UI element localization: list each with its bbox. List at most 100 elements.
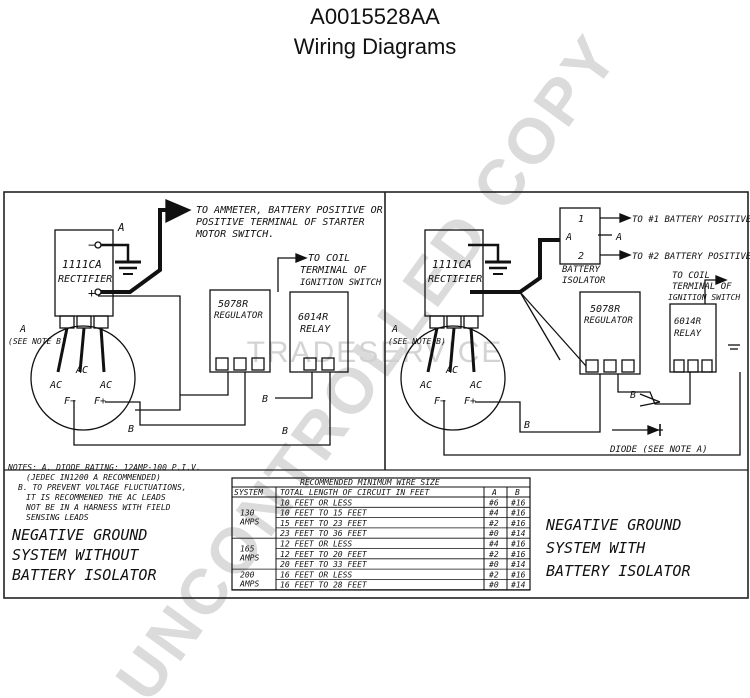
right-isolator2: ISOLATOR [562, 276, 606, 286]
left-diagram [30, 199, 349, 446]
right-label-a: A [615, 232, 622, 243]
right-caption-line1: NEGATIVE GROUND [545, 516, 681, 534]
right-iso-2: 2 [578, 251, 584, 262]
left-relay-box [289, 291, 349, 373]
table-cell-length: 23 FEET TO 36 FEET [280, 529, 368, 538]
right-rectifier-label1: 1111CA [432, 258, 472, 271]
right-see-note-b: (SEE NOTE B) [388, 337, 446, 346]
right-b2: B [630, 390, 636, 401]
notes-block: NOTES: A. DIODE RATING: 12AMP-100 P.I.V.… [7, 463, 201, 522]
table-cell-b: #16 [510, 550, 526, 559]
table-cell-a: #4 [488, 540, 499, 549]
notes-line6: SENSING LEADS [26, 513, 89, 522]
left-labels: TO AMMETER, BATTERY POSITIVE OR POSITIVE… [8, 205, 383, 437]
left-relay-label2: RELAY [300, 324, 331, 335]
left-b3: B [282, 426, 288, 437]
table-col-a: A [491, 488, 497, 497]
part-number: A0015528AA [310, 4, 440, 29]
table-cell-b: #16 [510, 509, 526, 518]
right-relay-label2: RELAY [674, 329, 702, 339]
right-label-a2: A [391, 324, 398, 335]
to-ammeter-line2: POSITIVE TERMINAL OF STARTER [196, 217, 365, 228]
right-labels: TO #1 BATTERY POSITIVE TO #2 BATTERY POS… [388, 214, 750, 455]
right-to-coil3: IGNITION SWITCH [668, 293, 740, 302]
table-col-length: TOTAL LENGTH OF CIRCUIT IN FEET [280, 488, 430, 497]
table-cell-length: 12 FEET OR LESS [280, 540, 352, 549]
notes-line4: IT IS RECOMMENED THE AC LEADS [26, 493, 166, 502]
table-cell-b: #14 [510, 560, 526, 569]
notes-line2: (JEDEC IN1200 A RECOMMENDED) [26, 473, 161, 482]
right-f-plus: F+ [464, 396, 476, 407]
table-cell-length: 16 FEET TO 28 FEET [280, 581, 368, 590]
left-caption-line1: NEGATIVE GROUND [11, 526, 147, 544]
left-regulator-label2: REGULATOR [214, 311, 263, 321]
table-cell-system: 200 [240, 570, 255, 579]
table-cell-b: #14 [510, 529, 526, 538]
right-diagram [400, 207, 741, 456]
table-cell-length: 15 FEET TO 23 FEET [280, 519, 368, 528]
to-ammeter-line3: MOTOR SWITCH. [195, 229, 274, 240]
right-regulator-label2: REGULATOR [584, 316, 633, 326]
table-cell-system: AMPS [239, 554, 259, 563]
table-cell-a: #0 [488, 560, 499, 569]
table-title: RECOMMENDED MINIMUM WIRE SIZE [300, 478, 440, 487]
table-cell-length: 20 FEET TO 33 FEET [280, 560, 368, 569]
notes-line1: NOTES: A. DIODE RATING: 12AMP-100 P.I.V. [7, 463, 201, 472]
right-to-coil1: TO COIL [672, 271, 710, 281]
sheet-border [3, 191, 749, 599]
table-cell-a: #0 [488, 581, 499, 590]
table-cell-b: #16 [510, 540, 526, 549]
left-regulator-label1: 5078R [218, 299, 248, 310]
table-cell-a: #2 [488, 570, 499, 579]
right-iso-1: 1 [578, 214, 584, 225]
left-b2: B [262, 394, 268, 405]
left-relay-label1: 6014R [298, 312, 328, 323]
table-cell-b: #16 [510, 519, 526, 528]
to-ammeter-line1: TO AMMETER, BATTERY POSITIVE OR [196, 205, 383, 216]
left-caption-line3: BATTERY ISOLATOR [12, 566, 157, 584]
table-cell-length: 10 FEET OR LESS [280, 498, 352, 507]
right-regulator-label1: 5078R [590, 304, 620, 315]
right-ac1: AC [419, 380, 432, 391]
right-battery2: TO #2 BATTERY POSITIVE [632, 252, 750, 262]
left-caption-line2: SYSTEM WITHOUT [12, 546, 139, 564]
captions: NEGATIVE GROUND SYSTEM WITHOUT BATTERY I… [11, 516, 691, 584]
left-minus: − [88, 238, 95, 252]
right-relay-label1: 6014R [674, 317, 702, 327]
right-caption-line3: BATTERY ISOLATOR [546, 562, 691, 580]
table-cell-b: #14 [510, 581, 526, 590]
table-cell-a: #4 [488, 509, 499, 518]
left-ac1: AC [49, 380, 62, 391]
right-alternator-circle [400, 325, 506, 431]
table-cell-system: AMPS [239, 579, 259, 588]
left-ammeter-arrow [165, 199, 192, 224]
right-caption-line2: SYSTEM WITH [546, 539, 646, 557]
table-cell-system: 165 [240, 545, 255, 554]
left-ac3: AC [99, 380, 112, 391]
left-to-coil2: TERMINAL OF [300, 265, 367, 276]
table-cell-length: 16 FEET OR LESS [280, 570, 352, 579]
table-cell-system: AMPS [239, 518, 259, 527]
uncontrolled-copy-watermark: UNCONTROLLED COPY [102, 21, 633, 698]
left-label-a2: A [19, 324, 26, 335]
right-regulator-box [579, 291, 641, 375]
right-diode-label: DIODE (SEE NOTE A) [609, 445, 708, 455]
left-plus: + [88, 286, 95, 300]
table-cell-system: 130 [240, 509, 255, 518]
notes-line3: B. TO PREVENT VOLTAGE FLUCTUATIONS, [18, 483, 187, 492]
left-to-coil1: TO COIL [308, 253, 350, 264]
right-battery1: TO #1 BATTERY POSITIVE [632, 215, 750, 225]
wire-size-table: RECOMMENDED MINIMUM WIRE SIZE SYSTEM TOT… [231, 477, 531, 591]
table-cell-a: #2 [488, 519, 499, 528]
right-iso-a: A [565, 232, 572, 243]
table-cell-a: #6 [488, 498, 499, 507]
left-rectifier-label2: RECTIFIER [58, 274, 112, 285]
left-b1: B [128, 424, 134, 435]
left-ac2: AC [75, 365, 88, 376]
table-col-b: B [515, 488, 520, 497]
left-positive-lead [98, 208, 176, 294]
table-cell-b: #16 [510, 498, 526, 507]
watermark-group: TRADESERVICE UNCONTROLLED COPY [102, 21, 633, 698]
notes-line5: NOT BE IN A HARNESS WITH FIELD [25, 503, 171, 512]
right-ac2: AC [445, 365, 458, 376]
